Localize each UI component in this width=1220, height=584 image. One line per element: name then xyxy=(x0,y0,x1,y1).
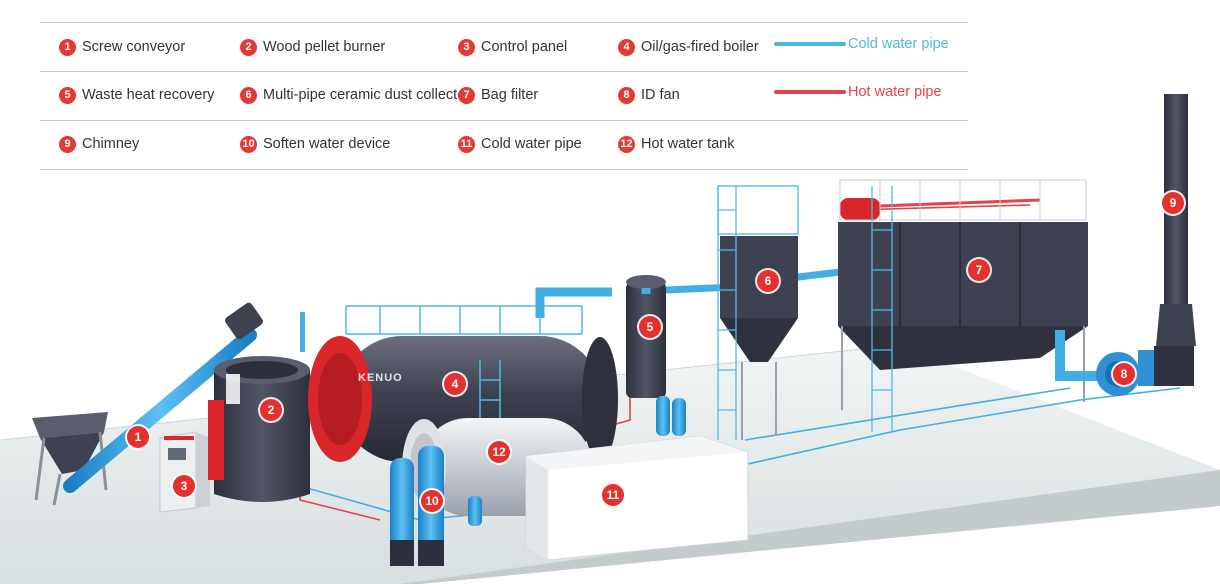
legend-label: Waste heat recovery xyxy=(82,87,215,103)
legend-number-badge: 12 xyxy=(618,135,635,153)
legend-divider xyxy=(40,22,968,23)
legend-label: Bag filter xyxy=(481,87,539,103)
cold-water-pipe-key: Cold water pipe xyxy=(774,36,949,52)
legend-label: ID fan xyxy=(641,87,680,103)
marker-chimney: 9 xyxy=(1162,192,1184,214)
legend-label: Chimney xyxy=(82,136,140,152)
legend-label: Control panel xyxy=(481,39,568,55)
legend-number-badge: 7 xyxy=(458,86,475,104)
hot-water-pipe-key: Hot water pipe xyxy=(774,84,942,100)
legend-label: Cold water pipe xyxy=(481,136,582,152)
legend-label: Screw conveyor xyxy=(82,39,186,55)
marker-cold-water-pipe: 11 xyxy=(602,484,624,506)
bag-filter xyxy=(838,179,1088,432)
legend-item-screw-conveyor: 1 Screw conveyor xyxy=(59,37,185,57)
wood-pellet-burner xyxy=(208,356,310,502)
legend-number-badge: 8 xyxy=(618,86,635,104)
marker-oil-gas-boiler: 4 xyxy=(444,373,466,395)
legend-number-badge: 2 xyxy=(240,38,257,56)
control-panel xyxy=(159,431,210,513)
legend-item-cold-water-pipe: 11 Cold water pipe xyxy=(458,134,582,154)
legend-item-control-panel: 3 Control panel xyxy=(458,37,567,57)
legend-number-badge: 5 xyxy=(59,86,76,104)
marker-hot-water-tank: 12 xyxy=(488,441,510,463)
cold-pipe-swatch xyxy=(774,42,846,46)
marker-waste-heat-recovery: 5 xyxy=(639,316,661,338)
legend-label: Soften water device xyxy=(263,136,391,152)
legend-label: Multi-pipe ceramic dust collector xyxy=(263,87,471,103)
legend-number-badge: 4 xyxy=(618,38,635,56)
equipment-legend: 1 Screw conveyor 2 Wood pellet burner 3 … xyxy=(40,22,968,170)
flue-duct xyxy=(789,268,841,282)
chimney xyxy=(1154,94,1196,386)
legend-label: Oil/gas-fired boiler xyxy=(641,39,759,55)
marker-dust-collector: 6 xyxy=(757,270,779,292)
boiler-brand-logo: KENUO xyxy=(358,372,403,384)
legend-number-badge: 1 xyxy=(59,38,76,56)
legend-item-soften-water-device: 10 Soften water device xyxy=(240,134,390,154)
legend-item-waste-heat-recovery: 5 Waste heat recovery xyxy=(59,85,214,105)
marker-wood-pellet-burner: 2 xyxy=(260,399,282,421)
cold-pipe-key-label: Cold water pipe xyxy=(848,36,949,52)
legend-divider xyxy=(40,120,968,121)
screw-conveyor xyxy=(32,302,263,506)
legend-item-id-fan: 8 ID fan xyxy=(618,85,680,105)
hot-pipe-swatch xyxy=(774,90,846,94)
legend-number-badge: 9 xyxy=(59,135,76,153)
waste-heat-recovery xyxy=(535,275,686,436)
legend-item-chimney: 9 Chimney xyxy=(59,134,139,154)
marker-id-fan: 8 xyxy=(1113,363,1135,385)
legend-number-badge: 6 xyxy=(240,86,257,104)
legend-label: Wood pellet burner xyxy=(263,39,386,55)
legend-label: Hot water tank xyxy=(641,136,735,152)
legend-number-badge: 3 xyxy=(458,38,475,56)
marker-control-panel: 3 xyxy=(173,475,195,497)
marker-soften-water-device: 10 xyxy=(421,490,443,512)
id-fan xyxy=(1055,330,1168,396)
legend-item-oil-gas-boiler: 4 Oil/gas-fired boiler xyxy=(618,37,759,57)
legend-number-badge: 10 xyxy=(240,135,257,153)
marker-screw-conveyor: 1 xyxy=(127,426,149,448)
marker-bag-filter: 7 xyxy=(968,259,990,281)
hot-pipe-key-label: Hot water pipe xyxy=(848,84,942,100)
legend-item-wood-pellet-burner: 2 Wood pellet burner xyxy=(240,37,385,57)
legend-item-ceramic-dust-collector: 6 Multi-pipe ceramic dust collector xyxy=(240,85,470,105)
legend-item-bag-filter: 7 Bag filter xyxy=(458,85,538,105)
legend-divider xyxy=(40,71,968,72)
legend-divider xyxy=(40,169,968,170)
legend-number-badge: 11 xyxy=(458,135,475,153)
cold-water-tank xyxy=(525,435,749,561)
legend-item-hot-water-tank: 12 Hot water tank xyxy=(618,134,735,154)
